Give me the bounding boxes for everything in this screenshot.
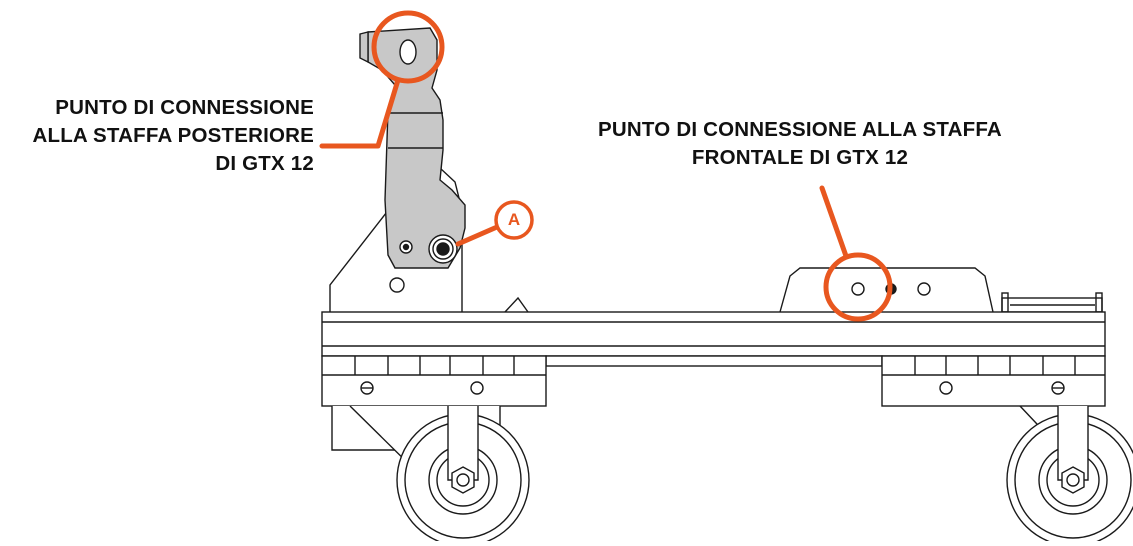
front-caster-block xyxy=(881,355,1106,407)
front-connection-leader xyxy=(819,185,849,259)
rear-label-line-3: DI GTX 12 xyxy=(215,152,314,175)
rear-bracket-label: PUNTO DI CONNESSIONE ALLA STAFFA POSTERI… xyxy=(0,94,314,178)
callout-a-text: A xyxy=(507,210,521,229)
rear-frame-hole xyxy=(389,277,405,293)
rear-caster-block xyxy=(321,355,547,407)
rear-label-line-2: ALLA STAFFA POSTERIORE xyxy=(32,124,314,147)
rear-bracket-slot xyxy=(399,39,417,65)
front-bracket-label: PUNTO DI CONNESSIONE ALLA STAFFA FRONTAL… xyxy=(540,116,1060,172)
front-label-line-2: FRONTALE DI GTX 12 xyxy=(691,146,909,169)
front-label-line-1: PUNTO DI CONNESSIONE ALLA STAFFA xyxy=(598,118,1002,141)
main-beam xyxy=(321,311,1106,357)
rear-label-line-1: PUNTO DI CONNESSIONE xyxy=(55,96,314,119)
callout-a-circle xyxy=(494,200,534,240)
front-connection-circle xyxy=(823,252,893,322)
callout-a-leader xyxy=(455,224,500,247)
rear-connection-leader xyxy=(319,77,401,149)
rear-connection-circle xyxy=(371,10,445,84)
